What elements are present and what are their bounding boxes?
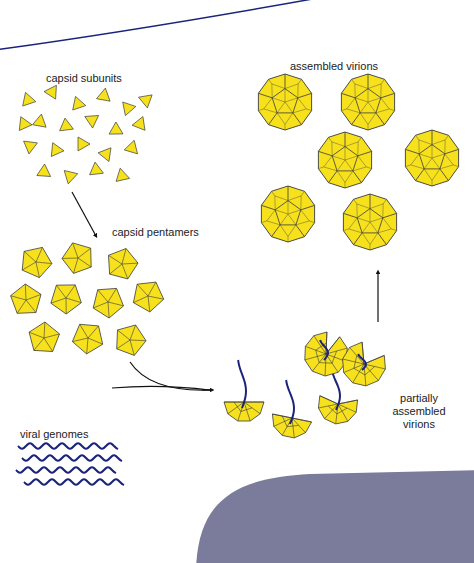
nucleus [196,470,474,563]
label: viral genomes [20,428,88,441]
partial-virions [224,332,385,438]
label: capsid pentamers [112,226,199,239]
label: capsid subunits [46,72,122,85]
capsid-subunits [19,85,152,184]
label: assembled virions [290,60,378,73]
arrow [377,272,378,322]
arrow [72,192,96,236]
label: partially assembled virions [378,392,460,432]
cell-membrane [0,0,318,50]
assembled-virions [258,74,458,250]
viral-genomes [16,443,124,485]
capsid-pentamers [11,243,164,356]
arrow [112,362,212,390]
